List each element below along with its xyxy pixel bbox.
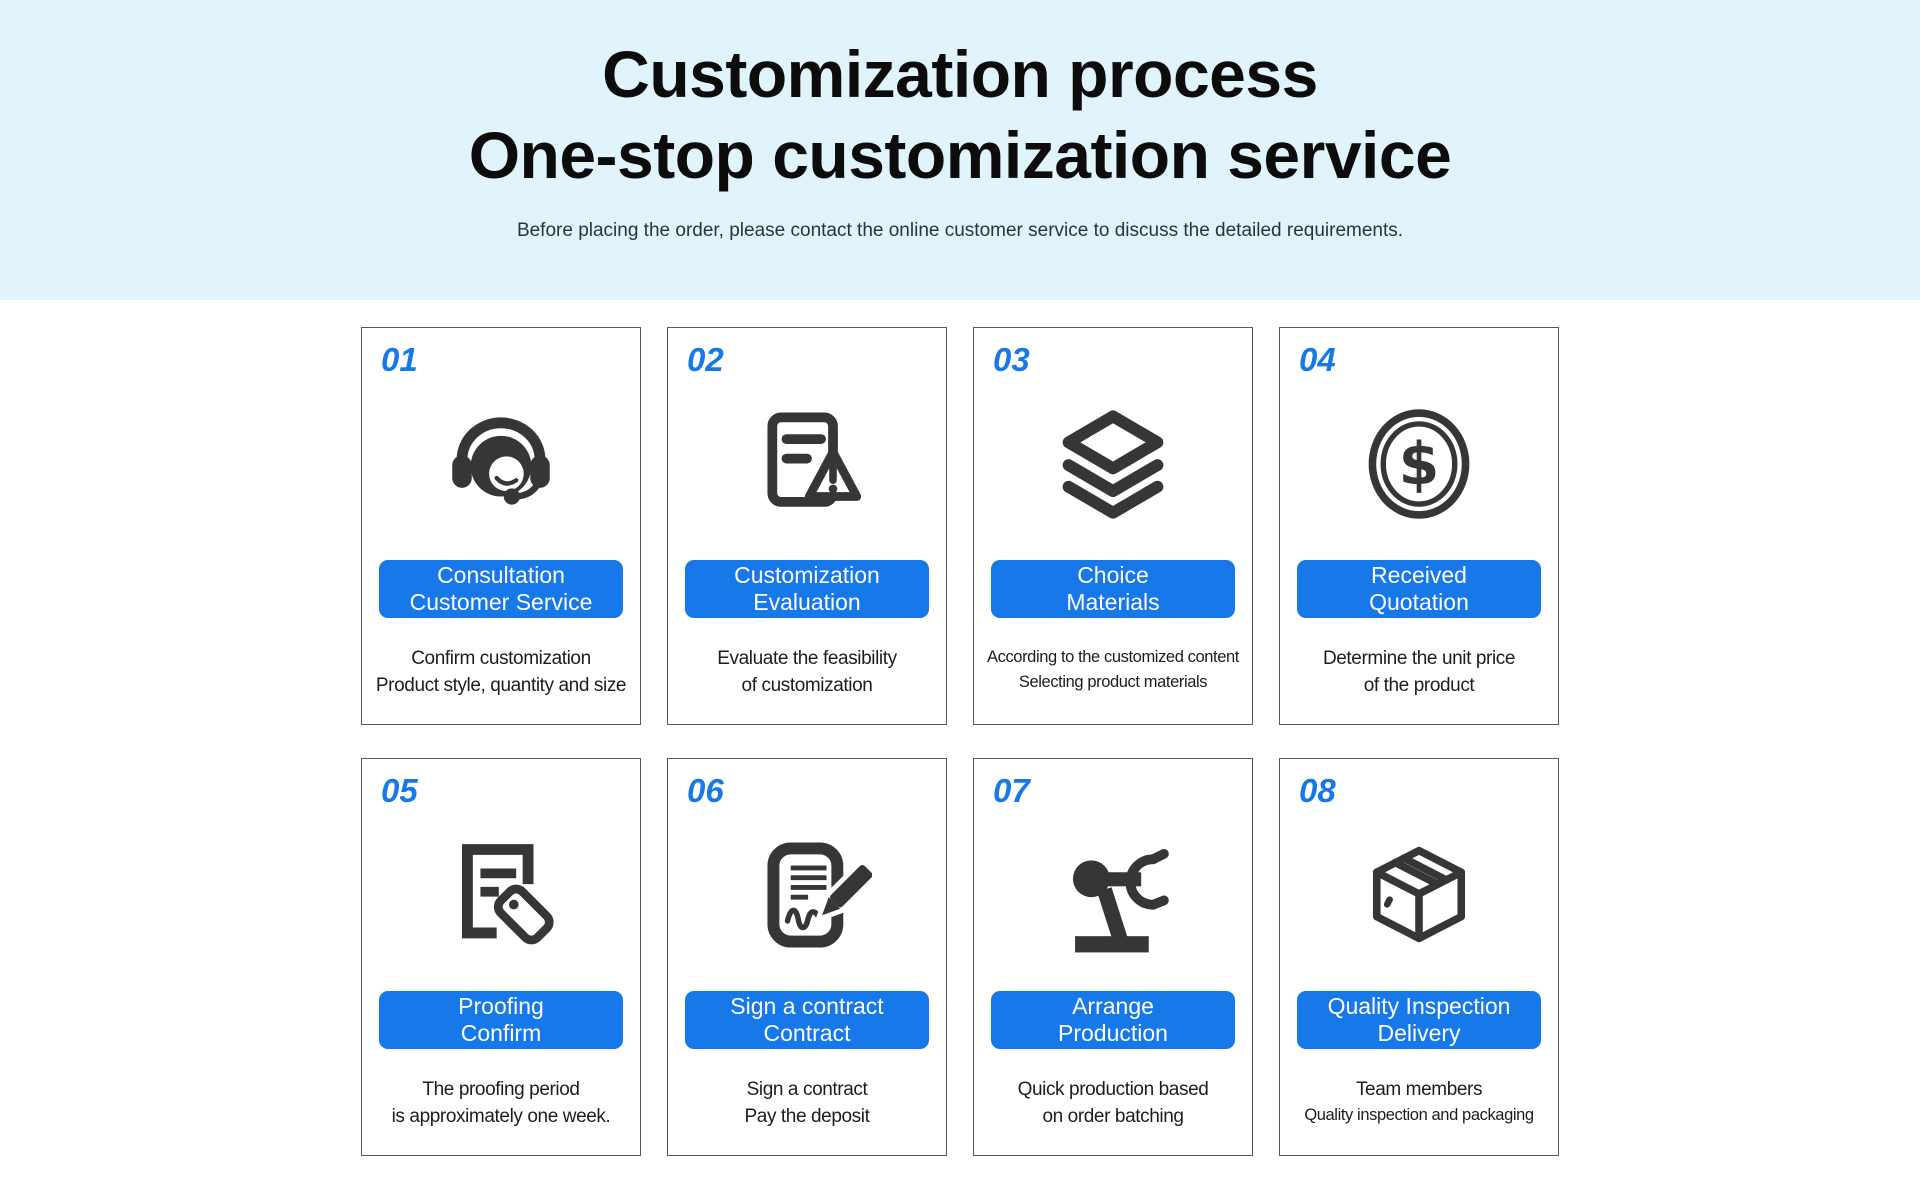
- step-desc-line-2: Product style, quantity and size: [375, 675, 627, 696]
- step-icon-wrap: [668, 821, 946, 969]
- step-title-line-1: Proofing: [458, 992, 544, 1019]
- step-number: 03: [993, 341, 1030, 378]
- step-description: According to the customized content Sele…: [968, 645, 1258, 695]
- step-title-button[interactable]: Sign a contract Contract: [685, 991, 929, 1049]
- step-desc-line-2: Selecting product materials: [1018, 673, 1208, 691]
- step-desc-line-1: The proofing period: [422, 1079, 580, 1100]
- step-title-line-1: Arrange: [1072, 992, 1154, 1019]
- step-number: 06: [687, 772, 724, 809]
- step-description: Team members Quality inspection and pack…: [1274, 1076, 1564, 1128]
- step-description: Determine the unit price of the product: [1274, 645, 1564, 699]
- step-desc-line-2: of the product: [1363, 675, 1475, 696]
- step-title-button[interactable]: Consultation Customer Service: [379, 560, 623, 618]
- step-desc-line-2: of customization: [741, 675, 873, 696]
- step-card: 04 $ Received Quotation Determine the un…: [1279, 327, 1559, 725]
- step-desc-line-1: According to the customized content: [987, 648, 1239, 666]
- step-number: 08: [1299, 772, 1336, 809]
- header-banner: Customization process One-stop customiza…: [0, 0, 1920, 300]
- contract-pen-icon: [767, 842, 872, 948]
- step-icon-wrap: [974, 390, 1252, 538]
- title-line-2: One-stop customization service: [468, 118, 1452, 192]
- package-box-icon: [1372, 846, 1466, 943]
- step-card: 07 Arrange Production Quick production b…: [973, 758, 1253, 1156]
- document-warning-icon: [767, 412, 862, 507]
- step-icon-wrap: [974, 821, 1252, 969]
- step-desc-line-1: Sign a contract: [746, 1079, 868, 1100]
- step-desc-line-1: Team members: [1355, 1079, 1483, 1100]
- step-card: 03 Choice Materials According to the cus…: [973, 327, 1253, 725]
- step-title-line-2: Materials: [1066, 589, 1160, 615]
- step-title-line-2: Contract: [763, 1020, 851, 1046]
- step-number: 04: [1299, 341, 1336, 378]
- step-description: Confirm customization Product style, qua…: [356, 645, 646, 699]
- step-title-line-2: Quotation: [1369, 589, 1469, 615]
- step-title-button[interactable]: Arrange Production: [991, 991, 1235, 1049]
- step-title-line-2: Production: [1058, 1020, 1168, 1046]
- dollar-coin-icon: $: [1368, 409, 1470, 519]
- step-desc-line-1: Evaluate the feasibility: [717, 648, 897, 669]
- title-line-1: Customization process: [602, 37, 1318, 111]
- step-desc-line-2: Pay the deposit: [744, 1106, 870, 1127]
- step-description: Evaluate the feasibility of customizatio…: [662, 645, 952, 699]
- page: Customization process One-stop customiza…: [0, 0, 1920, 1156]
- step-card: 08 Quality Inspection Delivery Team memb…: [1279, 758, 1559, 1156]
- header-subtitle: Before placing the order, please contact…: [516, 220, 1404, 241]
- step-title-line-2: Customer Service: [409, 589, 593, 615]
- layers-icon: [1062, 410, 1164, 519]
- step-title-line-1: Customization: [734, 561, 880, 588]
- step-title-line-1: Received: [1371, 561, 1467, 588]
- step-card: 01 Consultation Customer Service Confirm…: [361, 327, 641, 725]
- step-title-button[interactable]: Proofing Confirm: [379, 991, 623, 1049]
- step-desc-line-2: is approximately one week.: [391, 1106, 611, 1127]
- page-title: Customization process One-stop customiza…: [469, 34, 1452, 196]
- step-desc-line-2: on order batching: [1042, 1106, 1184, 1127]
- step-desc-line-1: Quick production based: [1017, 1079, 1209, 1100]
- step-description: Sign a contract Pay the deposit: [662, 1076, 952, 1130]
- steps-grid: 01 Consultation Customer Service Confirm…: [361, 327, 1559, 1156]
- svg-text:$: $: [1399, 431, 1440, 499]
- step-title-line-2: Confirm: [460, 1020, 542, 1046]
- step-number: 07: [993, 772, 1030, 809]
- step-icon-wrap: [1280, 821, 1558, 969]
- step-icon-wrap: [668, 390, 946, 538]
- step-title-button[interactable]: Customization Evaluation: [685, 560, 929, 618]
- step-card: 02 Customization Evaluation Evaluate the…: [667, 327, 947, 725]
- step-description: Quick production based on order batching: [968, 1076, 1258, 1130]
- step-card: 05 Proofing Confirm The proofing period …: [361, 758, 641, 1156]
- step-title-line-1: Quality Inspection: [1327, 992, 1511, 1019]
- step-title-line-2: Delivery: [1377, 1020, 1461, 1046]
- step-title-line-1: Choice: [1077, 561, 1149, 588]
- step-title-line-2: Evaluation: [753, 589, 861, 615]
- step-title-line-1: Consultation: [437, 561, 565, 588]
- customer-service-icon: [452, 417, 550, 505]
- step-title-button[interactable]: Quality Inspection Delivery: [1297, 991, 1541, 1049]
- step-number: 02: [687, 341, 724, 378]
- step-number: 05: [381, 772, 418, 809]
- step-desc-line-1: Confirm customization: [411, 648, 591, 669]
- step-title-line-1: Sign a contract: [730, 992, 884, 1019]
- step-title-button[interactable]: Choice Materials: [991, 560, 1235, 618]
- step-icon-wrap: $: [1280, 390, 1558, 538]
- step-desc-line-2: Quality inspection and packaging: [1304, 1106, 1534, 1124]
- document-tag-icon: [462, 844, 554, 945]
- step-icon-wrap: [362, 390, 640, 538]
- step-number: 01: [381, 341, 418, 378]
- step-desc-line-1: Determine the unit price: [1322, 648, 1516, 669]
- step-title-button[interactable]: Received Quotation: [1297, 560, 1541, 618]
- step-description: The proofing period is approximately one…: [356, 1076, 646, 1130]
- step-card: 06 Sign a contract Contract Sign a contr…: [667, 758, 947, 1156]
- step-icon-wrap: [362, 821, 640, 969]
- robot-arm-icon: [1072, 848, 1169, 953]
